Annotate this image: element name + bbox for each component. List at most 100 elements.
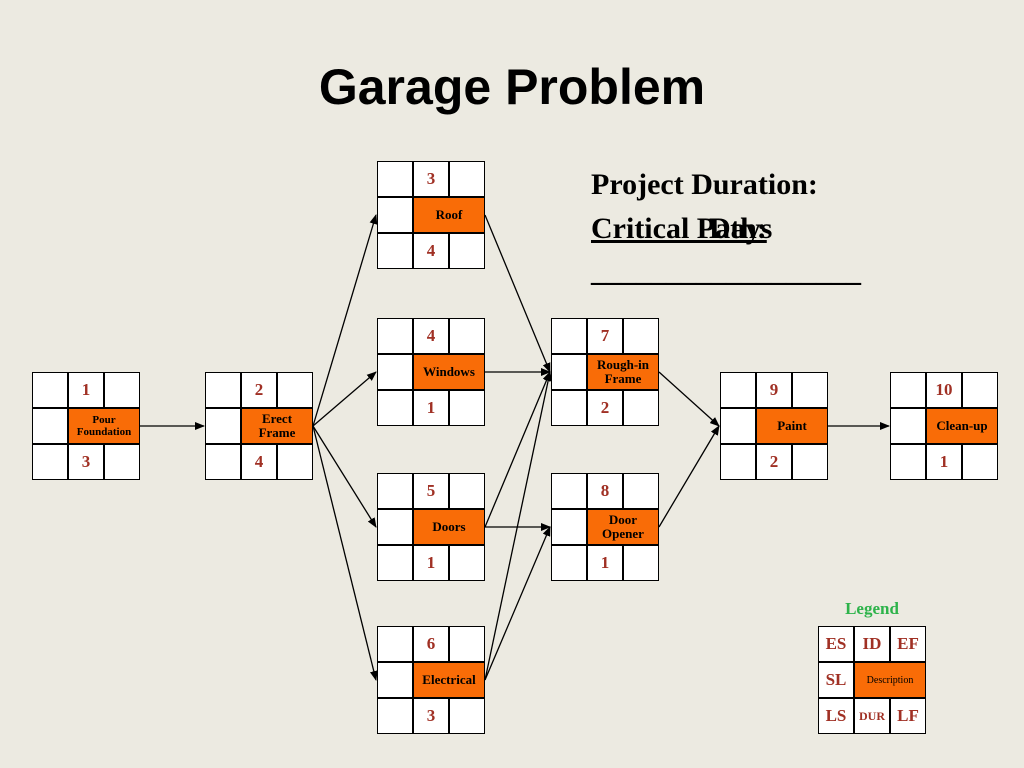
legend-ef: EF [890,626,926,662]
empty-cell [277,444,313,480]
empty-cell [720,372,756,408]
arrow-8-to-9 [658,425,720,528]
empty-cell [377,390,413,426]
legend-node: ES ID EF SL Description LS DUR LF [818,626,926,734]
activity-id: 6 [413,626,449,662]
legend-es: ES [818,626,854,662]
legend-sl: SL [818,662,854,698]
empty-cell [104,444,140,480]
project-duration-label: Project Duration: [591,168,818,201]
activity-duration: 3 [413,698,449,734]
activity-id: 2 [241,372,277,408]
arrow-2-to-4 [312,371,377,427]
empty-cell [449,233,485,269]
empty-cell [449,473,485,509]
empty-cell [720,408,756,444]
activity-id: 4 [413,318,449,354]
empty-cell [205,444,241,480]
empty-cell [377,197,413,233]
activity-duration: 4 [241,444,277,480]
page-title: Garage Problem [318,59,706,115]
activity-id: 5 [413,473,449,509]
activity-duration: 1 [926,444,962,480]
empty-cell [449,161,485,197]
legend-id: ID [854,626,890,662]
empty-cell [32,444,68,480]
empty-cell [205,408,241,444]
critical-path-label: Critical Path: [591,211,767,245]
empty-cell [623,473,659,509]
empty-cell [104,372,140,408]
empty-cell [449,698,485,734]
empty-cell [720,444,756,480]
activity-duration: 3 [68,444,104,480]
legend-dur: DUR [854,698,890,734]
arrow-3-to-7 [484,214,551,373]
arrow-5-to-7 [484,371,551,528]
activity-duration: 1 [413,545,449,581]
empty-cell [962,372,998,408]
arrow-2-to-6 [312,425,378,681]
empty-cell [962,444,998,480]
arrow-6-to-8 [484,526,551,681]
empty-cell [32,408,68,444]
project-info: Project Duration: Critical Path: Days __… [591,163,861,294]
legend-title: Legend [845,599,899,618]
empty-cell [449,626,485,662]
activity-description: Pour Foundation [68,408,140,444]
empty-cell [623,318,659,354]
empty-cell [377,473,413,509]
empty-cell [551,318,587,354]
activity-id: 9 [756,372,792,408]
empty-cell [449,390,485,426]
empty-cell [449,545,485,581]
activity-description: Door Opener [587,509,659,545]
days-label: Days [709,211,773,245]
activity-duration: 2 [587,390,623,426]
legend-ls: LS [818,698,854,734]
arrow-6-to-7 [484,371,553,681]
arrow-2-to-3 [312,214,378,427]
arrow-7-to-9 [658,371,720,427]
activity-duration: 1 [413,390,449,426]
empty-cell [377,318,413,354]
legend-description: Description [854,662,926,698]
empty-cell [205,372,241,408]
activity-duration: 1 [587,545,623,581]
activity-id: 1 [68,372,104,408]
activity-description: Doors [413,509,485,545]
activity-description: Electrical [413,662,485,698]
empty-cell [551,390,587,426]
empty-cell [32,372,68,408]
activity-description: Windows [413,354,485,390]
empty-cell [377,662,413,698]
arrow-2-to-5 [312,425,377,528]
activity-description: Paint [756,408,828,444]
activity-description: Rough-in Frame [587,354,659,390]
empty-cell [377,626,413,662]
activity-duration: 4 [413,233,449,269]
empty-cell [377,233,413,269]
empty-cell [377,698,413,734]
empty-cell [890,408,926,444]
legend-lf: LF [890,698,926,734]
empty-cell [377,545,413,581]
empty-cell [551,354,587,390]
critical-path-row: Critical Path: Days [591,207,861,251]
activity-id: 10 [926,372,962,408]
empty-cell [792,444,828,480]
empty-cell [623,390,659,426]
empty-cell [551,545,587,581]
activity-description: Roof [413,197,485,233]
